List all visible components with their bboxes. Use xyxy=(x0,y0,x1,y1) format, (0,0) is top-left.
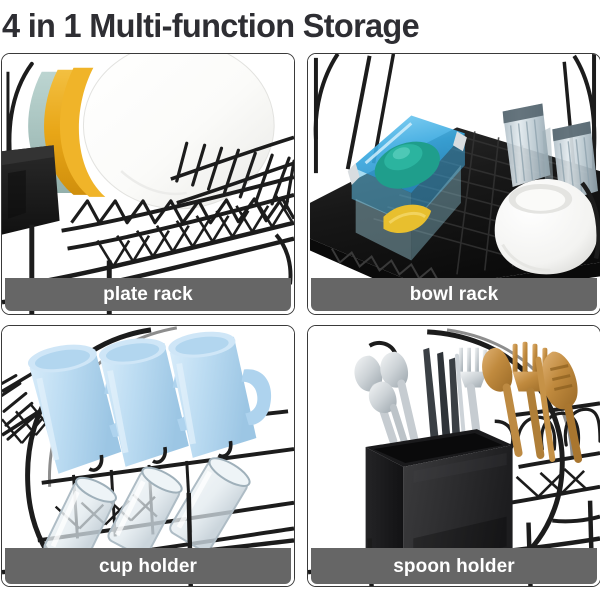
feature-panel-spoon-holder: spoon holder xyxy=(307,325,600,587)
caption-label: spoon holder xyxy=(393,555,515,577)
feature-panel-cup-holder: cup holder xyxy=(1,325,295,587)
caption-label: cup holder xyxy=(98,555,198,577)
cup-holder-photo xyxy=(2,326,294,586)
page-title: 4 in 1 Multi-function Storage xyxy=(0,0,600,50)
caption-plate-rack: plate rack xyxy=(5,278,291,311)
spoon-holder-photo xyxy=(308,326,600,586)
feature-panel-plate-rack: plate rack xyxy=(1,53,295,315)
plate-rack-photo xyxy=(2,54,294,314)
bowl-rack-photo xyxy=(308,54,600,314)
caption-label: bowl rack xyxy=(409,284,499,305)
feature-panel-grid: plate rack xyxy=(0,53,600,587)
caption-bowl-rack: bowl rack xyxy=(311,278,597,311)
caption-label: plate rack xyxy=(103,284,193,305)
page-title-text: 4 in 1 Multi-function Storage xyxy=(1,6,420,44)
feature-panel-bowl-rack: bowl rack xyxy=(307,53,600,315)
caption-spoon-holder: spoon holder xyxy=(311,548,597,584)
caption-cup-holder: cup holder xyxy=(5,548,291,584)
